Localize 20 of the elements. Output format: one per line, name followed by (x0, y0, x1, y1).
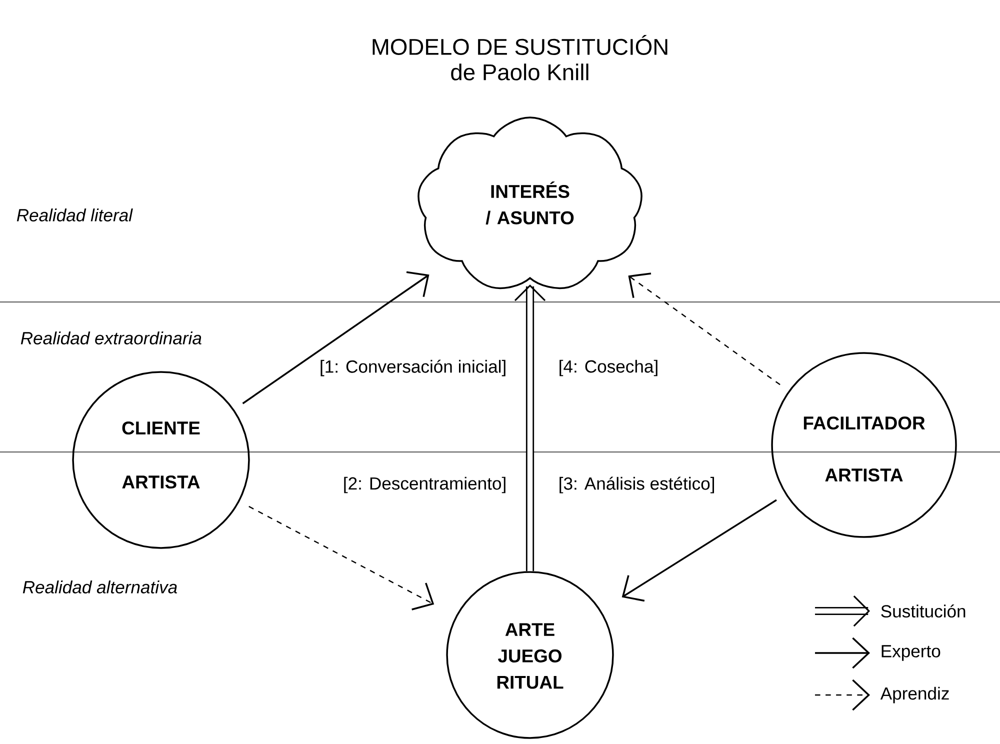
step-label: [4: Cosecha] (560, 360, 658, 376)
legend-label: Experto (882, 645, 940, 661)
region-label: Realidad alternativa (22, 580, 177, 594)
region-label: Realidad extraordinaria (20, 332, 202, 344)
legend-label: Aprendiz (880, 686, 949, 704)
title: MODELO DE SUSTITUCIÓN (372, 34, 668, 56)
arrow (622, 499, 777, 602)
circle-node: ARTE JUEGO RITUAL (446, 571, 614, 739)
arrow (514, 284, 546, 572)
legend-label: Sustitución (881, 604, 966, 618)
arrow (628, 272, 780, 386)
arrow (248, 506, 434, 610)
region-label: Realidad literal (16, 208, 133, 222)
arrow (242, 271, 430, 404)
subtitle: de Paolo Knill (451, 64, 588, 80)
step-label: [2: Descentramiento] (344, 476, 506, 494)
step-label: [1: Conversación inicial] (320, 360, 506, 376)
circle-node: FACILITADOR ARTISTA (771, 352, 957, 538)
step-label: [3: Análisis estético] (560, 476, 714, 494)
circle-node: CLIENTE ARTISTA (72, 371, 250, 549)
